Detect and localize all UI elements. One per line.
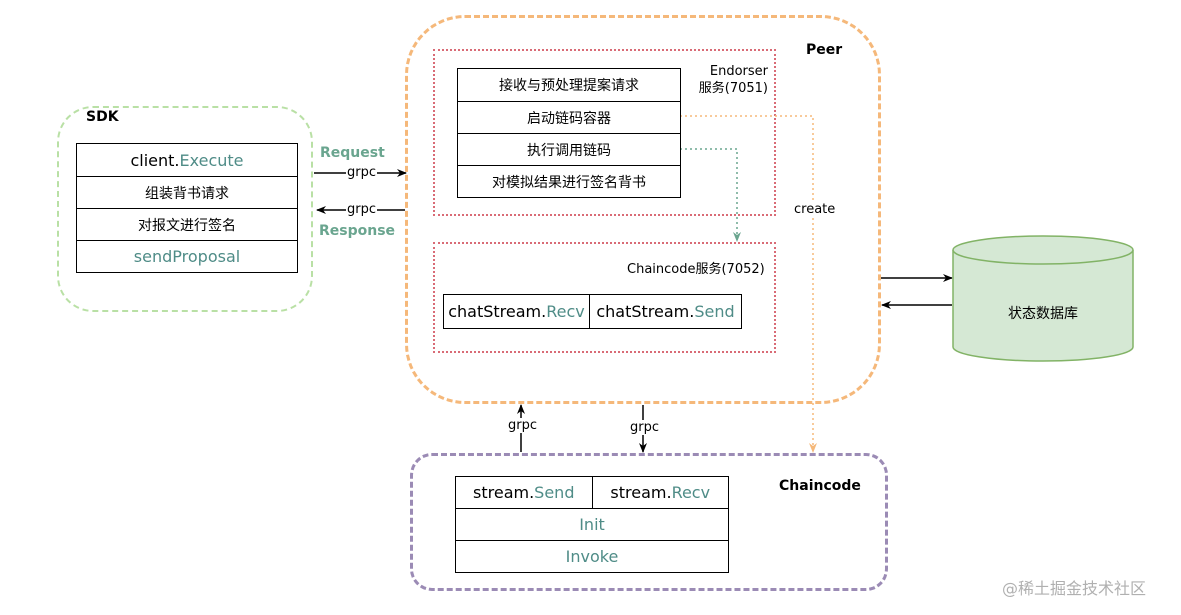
database-label: 状态数据库 [1008, 306, 1078, 322]
chaincode-container [410, 453, 888, 591]
create-label: create [793, 202, 837, 217]
chatstream-box: chatStream.Recv chatStream.Send [443, 294, 742, 329]
database-cylinder [952, 235, 1134, 362]
endorser-service-box [433, 49, 776, 216]
chaincode-init: Init [456, 508, 728, 540]
endorser-steps: 接收与预处理提案请求 启动链码容器 执行调用链码 对模拟结果进行签名背书 [457, 68, 681, 198]
chatstream-recv-method: Recv [546, 302, 585, 321]
chaincode-service-box [433, 242, 776, 353]
sdk-step-assemble: 组装背书请求 [77, 176, 297, 208]
chatstream-recv: chatStream.Recv [444, 295, 589, 328]
sdk-step-sign: 对报文进行签名 [77, 208, 297, 240]
endorser-label-line2: 服务(7051) [698, 81, 768, 96]
sdk-step-execute-prefix: client. [130, 150, 180, 170]
sdk-step-execute: client.Execute [77, 144, 297, 176]
endorser-label: Endorser 服务(7051) [699, 63, 768, 97]
sdk-steps: client.Execute 组装背书请求 对报文进行签名 sendPropos… [76, 143, 298, 273]
grpc-down-label: grpc [629, 420, 660, 435]
chaincode-title: Chaincode [779, 478, 861, 494]
response-label: Response [319, 223, 396, 239]
sdk-title: SDK [86, 109, 119, 125]
stream-recv-prefix: stream. [610, 483, 672, 502]
watermark: @稀土掘金技术社区 [1002, 579, 1147, 598]
stream-recv-method: Recv [671, 483, 711, 502]
grpc-response-label: grpc [346, 202, 377, 217]
create-arrow [680, 115, 817, 453]
request-label: Request [320, 145, 385, 161]
sdk-step-execute-method: Execute [179, 150, 244, 170]
endorser-step-launch: 启动链码容器 [458, 101, 680, 133]
stream-send: stream.Send [456, 477, 592, 508]
chaincode-service-label: Chaincode服务(7052) [627, 262, 765, 277]
endorser-label-line1: Endorser [709, 64, 768, 79]
endorser-step-endorse: 对模拟结果进行签名背书 [458, 165, 680, 197]
invoke-chaincode-arrow [680, 148, 741, 242]
endorser-step-receive: 接收与预处理提案请求 [499, 78, 639, 94]
peer-title: Peer [806, 42, 843, 58]
chatstream-send-prefix: chatStream. [596, 302, 695, 321]
chaincode-steps: stream.Send stream.Recv Init Invoke [455, 476, 729, 573]
endorser-step-invoke: 执行调用链码 [458, 133, 680, 165]
sdk-step-send: sendProposal [77, 240, 297, 272]
grpc-request-label: grpc [346, 165, 377, 180]
stream-send-prefix: stream. [473, 483, 535, 502]
stream-recv: stream.Recv [591, 477, 729, 508]
sdk-step-send-method: sendProposal [133, 247, 241, 266]
sdk-container [57, 106, 313, 312]
chaincode-invoke: Invoke [456, 540, 728, 572]
chatstream-send-method: Send [694, 302, 735, 321]
chatstream-recv-prefix: chatStream. [448, 302, 547, 321]
chaincode-stream-row: stream.Send stream.Recv [456, 477, 728, 508]
stream-send-method: Send [534, 483, 575, 502]
chatstream-send: chatStream.Send [589, 295, 741, 328]
peer-container [405, 15, 881, 404]
grpc-up-label: grpc [507, 418, 538, 433]
